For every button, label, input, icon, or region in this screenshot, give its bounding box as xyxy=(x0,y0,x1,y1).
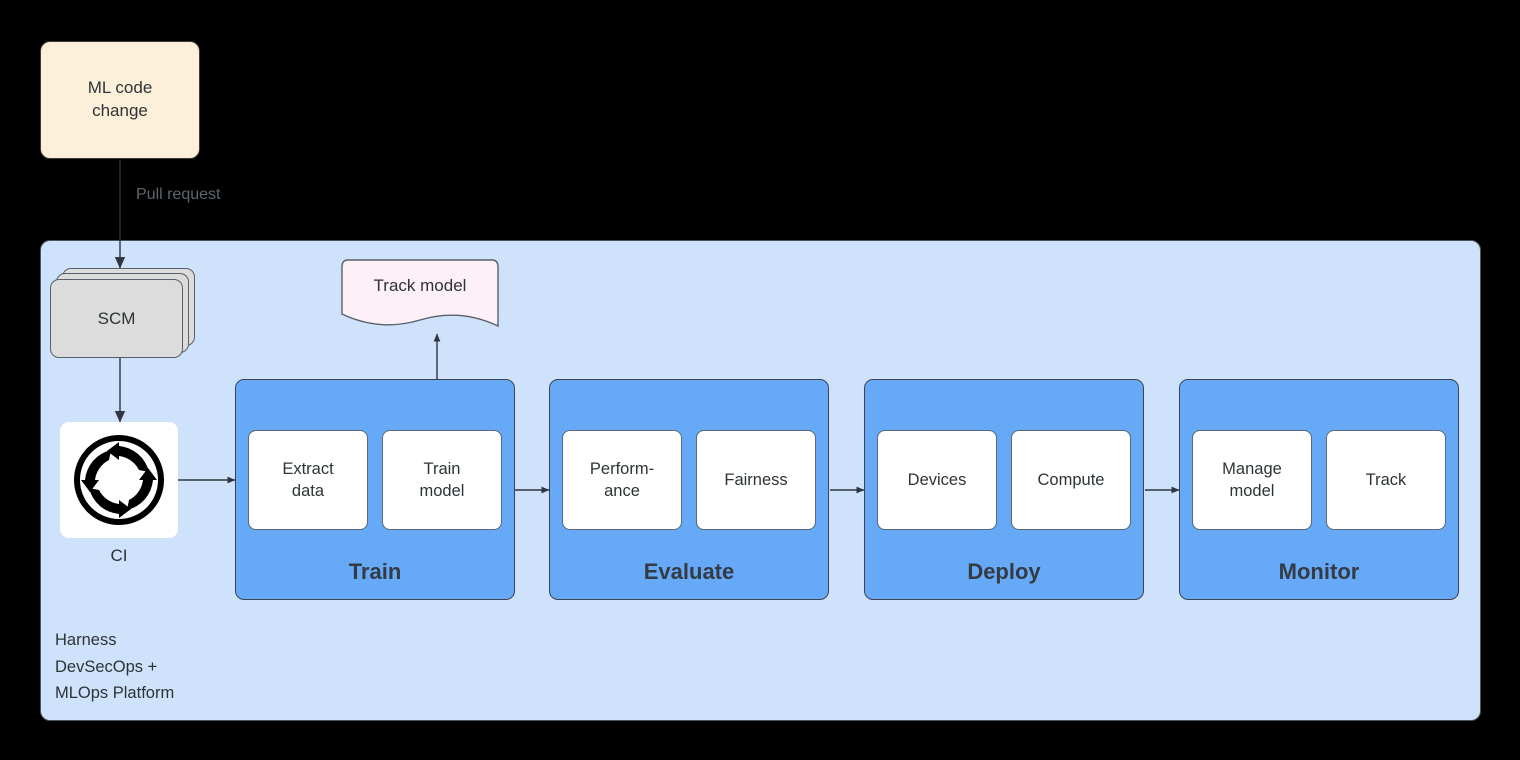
scm-stack-layer-front: SCM xyxy=(50,279,183,358)
stage-deploy-cards: Devices Compute xyxy=(877,430,1131,530)
stage-evaluate-title: Evaluate xyxy=(643,559,735,584)
card-train-model[interactable]: Train model xyxy=(382,430,502,530)
stage-deploy-title: Deploy xyxy=(967,559,1041,584)
continuous-integration-cycle-icon xyxy=(74,435,164,525)
card-performance[interactable]: Perform- ance xyxy=(562,430,682,530)
stage-evaluate[interactable]: Perform- ance Fairness Evaluate xyxy=(549,379,829,600)
node-scm-label: SCM xyxy=(97,308,136,328)
stage-train[interactable]: Extract data Train model Train xyxy=(235,379,515,600)
node-track-model[interactable] xyxy=(340,258,500,336)
node-ml-code-change[interactable]: ML code change xyxy=(40,41,200,159)
card-extract-data[interactable]: Extract data xyxy=(248,430,368,530)
stage-train-title: Train xyxy=(348,559,402,584)
node-ml-code-change-label: ML code change xyxy=(87,78,153,120)
stage-monitor[interactable]: Manage model Track Monitor xyxy=(1179,379,1459,600)
stage-evaluate-cards: Perform- ance Fairness xyxy=(562,430,816,530)
stage-deploy[interactable]: Devices Compute Deploy xyxy=(864,379,1144,600)
card-fairness[interactable]: Fairness xyxy=(696,430,816,530)
node-ci[interactable] xyxy=(60,422,178,538)
card-devices[interactable]: Devices xyxy=(877,430,997,530)
node-ci-label: CI xyxy=(110,546,128,565)
stage-monitor-cards: Manage model Track xyxy=(1192,430,1446,530)
node-scm[interactable]: SCM xyxy=(50,268,195,358)
edge-label-pull-request: Pull request xyxy=(136,186,221,203)
stage-monitor-title: Monitor xyxy=(1278,559,1360,584)
card-compute[interactable]: Compute xyxy=(1011,430,1131,530)
card-track[interactable]: Track xyxy=(1326,430,1446,530)
card-manage-model[interactable]: Manage model xyxy=(1192,430,1312,530)
stage-train-cards: Extract data Train model xyxy=(248,430,502,530)
platform-caption: Harness DevSecOps + MLOps Platform xyxy=(55,631,175,703)
